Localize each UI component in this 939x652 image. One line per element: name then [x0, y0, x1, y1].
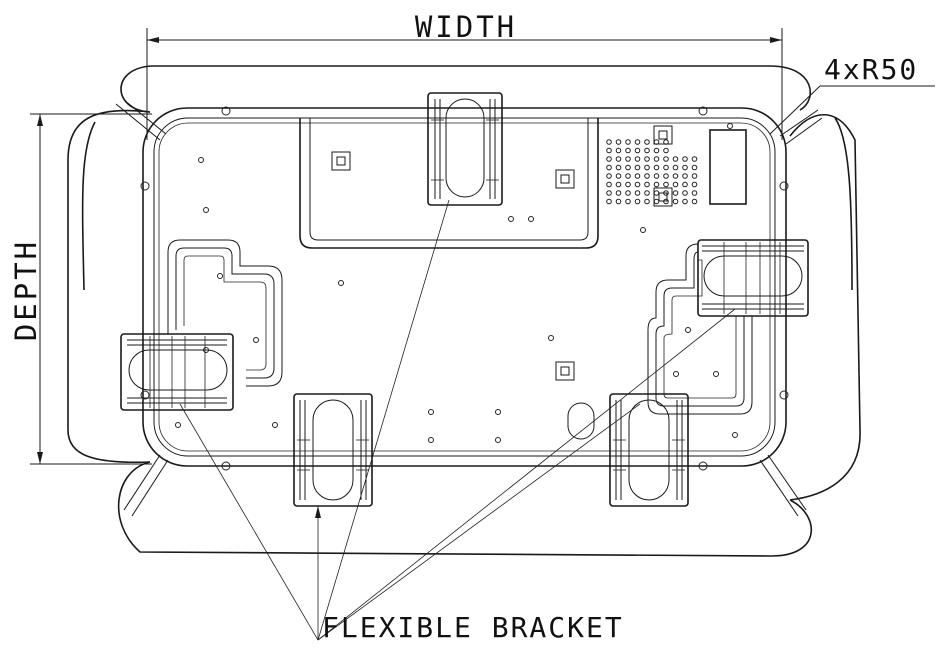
vent-grid: [606, 139, 698, 205]
vent-hole: [672, 156, 679, 162]
vent-hole: [625, 139, 631, 145]
vent-hole: [625, 190, 631, 196]
vent-hole: [634, 156, 641, 162]
vent-hole: [606, 173, 612, 179]
vent-hole: [682, 156, 688, 162]
vent-hole: [653, 156, 660, 162]
vent-hole: [615, 156, 622, 162]
vent-hole: [644, 164, 650, 171]
vent-hole: [644, 190, 650, 196]
radius-leader: [769, 85, 935, 135]
vent-hole: [653, 164, 660, 171]
connector-block: [653, 123, 747, 207]
vent-hole: [682, 181, 688, 188]
vent-hole: [644, 156, 650, 162]
outer-housing: [67, 65, 861, 557]
vent-hole: [625, 198, 631, 205]
vent-hole: [672, 198, 679, 205]
vent-hole: [606, 139, 612, 145]
bracket-bottom-left: [293, 393, 373, 507]
vent-hole: [606, 164, 612, 171]
vent-hole: [682, 164, 688, 171]
bracket-left: [120, 333, 234, 411]
inner-pocket: [299, 118, 599, 249]
vent-hole: [691, 181, 698, 188]
vent-hole: [615, 198, 622, 205]
vent-hole: [682, 198, 688, 205]
vent-hole: [625, 173, 631, 179]
vent-hole: [625, 156, 631, 162]
vent-hole: [634, 173, 641, 179]
vent-hole: [653, 198, 660, 205]
vent-hole: [615, 139, 622, 145]
vent-hole: [634, 139, 641, 145]
vent-hole: [672, 164, 679, 171]
vent-hole: [625, 181, 631, 188]
vent-hole: [672, 181, 679, 188]
vent-hole: [644, 147, 650, 154]
vent-hole: [653, 173, 660, 179]
bracket-bottom-right: [609, 393, 689, 507]
vent-hole: [606, 190, 612, 196]
vent-hole: [606, 181, 612, 188]
radius-label: 4xR50: [824, 53, 918, 86]
width-dimension: [146, 28, 783, 140]
vent-hole: [653, 190, 660, 196]
vent-hole: [653, 181, 660, 188]
vent-hole: [663, 164, 669, 171]
vent-hole: [682, 173, 688, 179]
vent-hole: [615, 173, 622, 179]
vent-hole: [691, 198, 698, 205]
vent-hole: [691, 156, 698, 162]
vent-hole: [615, 190, 622, 196]
vent-hole: [682, 190, 688, 196]
vent-hole: [634, 190, 641, 196]
bracket-leaders: [179, 199, 736, 641]
bracket-top: [427, 92, 503, 206]
depth-label: DEPTH: [9, 239, 43, 341]
vent-hole: [634, 164, 641, 171]
vent-hole: [653, 147, 660, 154]
vent-hole: [606, 156, 612, 162]
vent-hole: [644, 139, 650, 145]
cable-channel-right: [647, 243, 753, 415]
vent-hole: [615, 181, 622, 188]
width-label: WIDTH: [415, 10, 517, 44]
vent-hole: [615, 147, 622, 154]
vent-hole: [644, 173, 650, 179]
bracket-label: FLEXIBLE BRACKET: [322, 611, 624, 644]
vent-hole: [606, 147, 612, 154]
vent-hole: [691, 164, 698, 171]
vent-hole: [644, 198, 650, 205]
vent-hole: [663, 181, 669, 188]
vent-hole: [663, 173, 669, 179]
vent-hole: [663, 147, 669, 154]
vent-hole: [634, 181, 641, 188]
vent-hole: [634, 147, 641, 154]
vent-hole: [691, 173, 698, 179]
mounting-holes: [175, 157, 738, 443]
depth-dimension: [30, 113, 152, 465]
bracket-right: [697, 239, 809, 317]
vent-hole: [606, 198, 612, 205]
vent-hole: [672, 173, 679, 179]
vent-hole: [672, 190, 679, 196]
vent-hole: [644, 181, 650, 188]
vent-hole: [663, 156, 669, 162]
vent-hole: [691, 190, 698, 196]
vent-hole: [625, 147, 631, 154]
vent-hole: [625, 164, 631, 171]
vent-hole: [634, 198, 641, 205]
vent-hole: [615, 164, 622, 171]
main-plate: [140, 106, 789, 471]
cable-channel-left: [167, 239, 283, 387]
